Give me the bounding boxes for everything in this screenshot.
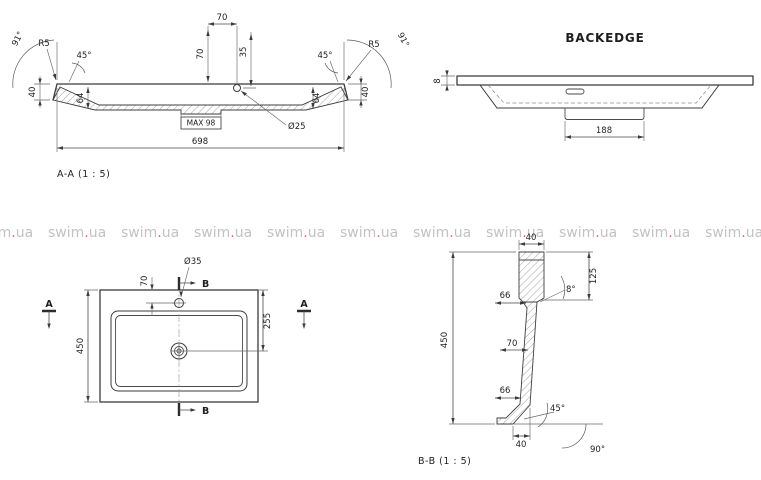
backedge-dimension-arrows — [445, 70, 644, 139]
aa-dim-70-top-label: 70 — [217, 13, 228, 23]
aa-dim-64-right-label: 64 — [312, 93, 322, 104]
aa-dim-64-left-label: 64 — [76, 93, 86, 104]
bb-wall-hatch — [496, 301, 538, 425]
backedge-dim-188-label: 188 — [596, 126, 612, 136]
backedge-basin-outline — [479, 84, 720, 109]
aa-angle91-left-label: 91° — [10, 30, 26, 48]
plan-arrows — [47, 281, 306, 412]
plan-dimension-lines — [87, 290, 264, 402]
bb-dim-40-top-label: 40 — [526, 233, 537, 243]
watermark: swim.ua — [0, 225, 33, 241]
aa-wall-hatch — [52, 86, 349, 115]
bb-dim-66-lower-label: 66 — [500, 386, 511, 396]
aa-dim-698-label: 698 — [192, 137, 208, 147]
bb-dimension-lines — [452, 243, 590, 437]
watermark: swim.ua — [705, 225, 761, 241]
backedge-view: BACKEDGE 8 188 — [433, 31, 754, 141]
plan-section-mark-b-top: B — [202, 279, 209, 290]
backedge-title: BACKEDGE — [565, 31, 644, 45]
watermark: swim.ua — [413, 225, 471, 241]
watermark: swim.ua — [632, 225, 690, 241]
bb-dim-125-label: 125 — [589, 268, 599, 284]
watermark: swim.ua — [121, 225, 179, 241]
aa-r5-right-label: R5 — [368, 40, 379, 50]
bb-dim-70-label: 70 — [507, 339, 518, 349]
bb-angle-90-label: 90° — [590, 445, 605, 455]
aa-max98-frame — [180, 116, 222, 130]
aa-dim-70-side-label: 70 — [196, 49, 206, 60]
plan-section-mark-b-bottom: B — [202, 406, 209, 417]
backedge-dim-8-label: 8 — [433, 78, 443, 83]
aa-dimension-arrows — [38, 22, 363, 150]
plan-section-mark-a-right: A — [300, 299, 308, 310]
aa-r5-left-label: R5 — [38, 39, 49, 49]
aa-dim-40-left-label: 40 — [28, 87, 38, 98]
plan-dim-450-label: 450 — [76, 338, 86, 354]
aa-dim-35-label: 35 — [239, 47, 249, 58]
aa-angle-arcs — [12, 39, 392, 89]
bb-extension-lines — [449, 240, 603, 440]
backedge-overflow-slot — [565, 88, 585, 95]
aa-angle45-right-label: 45° — [317, 51, 332, 61]
bb-angle-8-label: 8° — [566, 285, 576, 295]
section-bb-view: 40 125 8° 66 70 66 450 45° 40 90° B-B (1… — [418, 233, 605, 467]
aa-dim-40-right-label: 40 — [361, 87, 371, 98]
watermark: swim.ua — [559, 225, 617, 241]
watermark-row: swim.ua swim.ua swim.ua swim.ua swim.ua … — [0, 225, 761, 241]
bb-angle-45-label: 45° — [550, 404, 565, 414]
watermark: swim.ua — [48, 225, 106, 241]
plan-view: 450 70 Ø35 255 A A B B — [42, 256, 311, 417]
plan-dia35-label: Ø35 — [184, 256, 202, 267]
bb-caption: B-B (1 : 5) — [418, 456, 471, 467]
section-aa-view: 698 70 70 35 40 40 64 64 MAX 98 Ø25 R5 R… — [10, 13, 410, 180]
bb-dim-66-upper-label: 66 — [500, 291, 511, 301]
backedge-slab-outline — [456, 75, 754, 86]
aa-max98-label: MAX 98 — [187, 119, 216, 128]
aa-dia25-label: Ø25 — [288, 121, 306, 132]
plan-dim-255-label: 255 — [263, 313, 273, 329]
aa-angle45-left-label: 45° — [76, 51, 91, 61]
watermark: swim.ua — [486, 225, 544, 241]
watermark: swim.ua — [267, 225, 325, 241]
backedge-basin-hidden-line — [487, 84, 712, 104]
watermark: swim.ua — [194, 225, 252, 241]
aa-tap-hole — [233, 84, 241, 92]
bb-dim-40-bottom-label: 40 — [516, 440, 527, 450]
bb-angle-arcs — [537, 275, 587, 449]
plan-dim-70-label: 70 — [140, 276, 150, 287]
plan-section-arrow-stems — [48, 282, 305, 411]
bb-dim-450-label: 450 — [440, 332, 450, 348]
plan-section-mark-a-left: A — [45, 299, 53, 310]
aa-deck-outline — [52, 83, 349, 101]
backedge-extension-lines — [441, 70, 645, 141]
plan-center-crosses — [171, 302, 187, 359]
aa-angle91-right-label: 91° — [395, 31, 411, 49]
backedge-drain-housing — [564, 108, 645, 120]
plan-extension-lines — [84, 266, 268, 403]
aa-caption: A-A (1 : 5) — [57, 169, 110, 180]
bb-backedge-block-hatch — [518, 251, 545, 303]
aa-extension-lines — [34, 26, 372, 152]
watermark: swim.ua — [340, 225, 398, 241]
